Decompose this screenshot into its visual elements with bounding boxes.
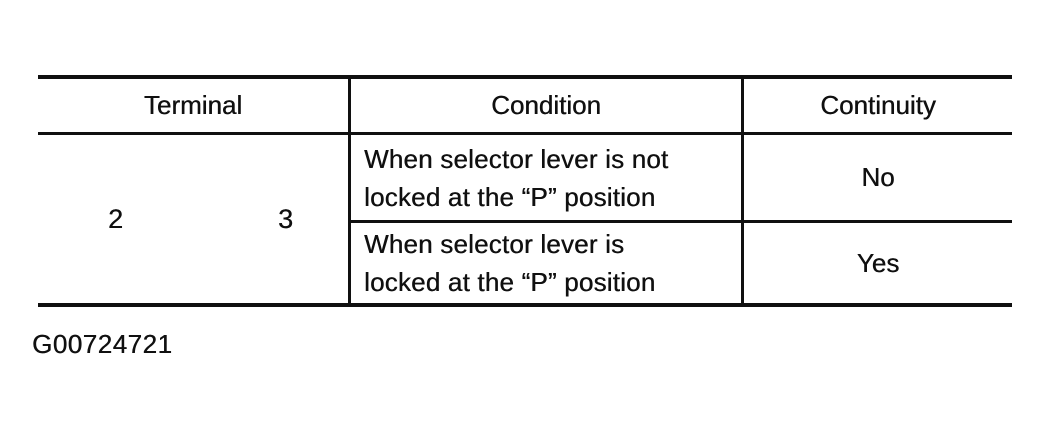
continuity-cell-row-1: No (744, 135, 1012, 223)
column-header-continuity: Continuity (744, 79, 1012, 135)
figure-id: G00724721 (32, 329, 173, 359)
column-header-condition: Condition (351, 79, 744, 135)
condition-row-1-line-1: When selector lever is not (364, 143, 669, 174)
terminal-header-label: Terminal (143, 90, 243, 120)
terminal-number-right: 3 (277, 203, 293, 234)
terminal-continuity-table: Terminal Condition Continuity 2 3 When s… (38, 75, 1012, 307)
continuity-cell-row-2: Yes (744, 223, 1012, 303)
continuity-value-row-2: Yes (856, 247, 900, 278)
condition-row-2-line-1: When selector lever is (364, 229, 625, 259)
continuity-header-label: Continuity (820, 90, 936, 120)
condition-row-2-line-2: locked at the “P” position (364, 267, 656, 297)
terminal-number-left: 2 (108, 203, 124, 234)
terminal-pair-cell: 2 3 (38, 135, 351, 303)
continuity-value-row-1: No (861, 162, 895, 192)
column-header-terminal: Terminal (38, 79, 351, 135)
condition-cell-row-1: When selector lever is not locked at the… (351, 135, 744, 223)
condition-row-1-line-2: locked at the “P” position (364, 181, 656, 212)
condition-header-label: Condition (491, 90, 601, 120)
condition-cell-row-2: When selector lever is locked at the “P”… (351, 223, 744, 303)
